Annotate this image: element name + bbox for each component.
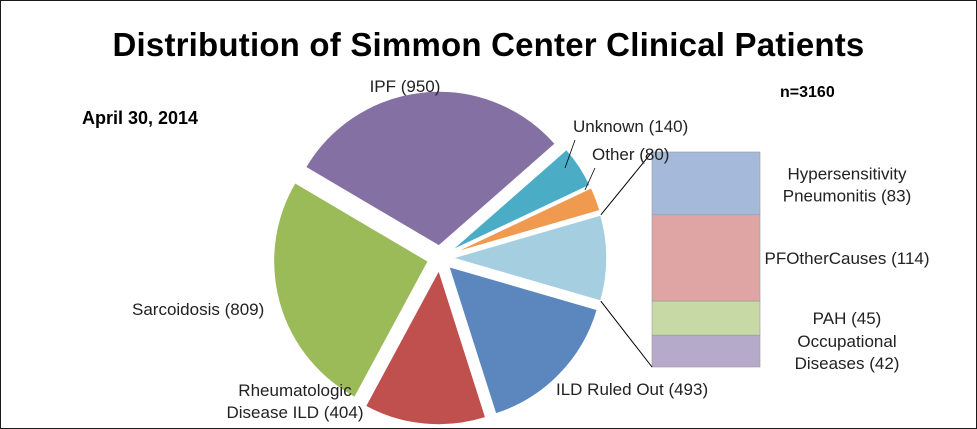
- breakdown-label-pah: PAH (45): [813, 309, 882, 328]
- breakdown-bar-pfothercauses: [651, 214, 761, 302]
- slice-label-ipf: IPF (950): [370, 77, 441, 96]
- leader-line-unknown: [564, 139, 576, 169]
- sample-size-label: n=3160: [780, 84, 835, 101]
- leader-line-other: [584, 167, 596, 191]
- pie-slice-ipf: [304, 90, 557, 247]
- breakdown-bar-occupational-diseases: [651, 334, 761, 368]
- slice-label-unknown: Unknown (140): [573, 117, 688, 136]
- chart-date: April 30, 2014: [82, 108, 199, 128]
- pie-slice-ild-ruled-out: [447, 265, 599, 416]
- pie-slice-other: [450, 186, 602, 255]
- connector-line-top: [600, 151, 653, 216]
- breakdown-bar-pah: [651, 300, 761, 336]
- pie-slice-rheumatologic-disease-ild: [364, 268, 487, 426]
- breakdown-bar-hypersensitivity-pneumonitis: [651, 151, 761, 216]
- slice-label-sarcoidosis: Sarcoidosis (809): [132, 300, 264, 319]
- chart-title: Distribution of Simmon Center Clinical P…: [112, 26, 865, 63]
- breakdown-label-pfothercauses: PFOtherCauses (114): [764, 249, 929, 268]
- pie-slice-unknown: [449, 148, 592, 253]
- slice-label-ild-ruled-out: ILD Ruled Out (493): [556, 380, 708, 399]
- pie-slice-combined: [449, 213, 608, 303]
- connector-line-bottom: [600, 300, 653, 368]
- pie-slice-sarcoidosis: [272, 181, 430, 399]
- slice-label-other: Other (80): [592, 145, 669, 164]
